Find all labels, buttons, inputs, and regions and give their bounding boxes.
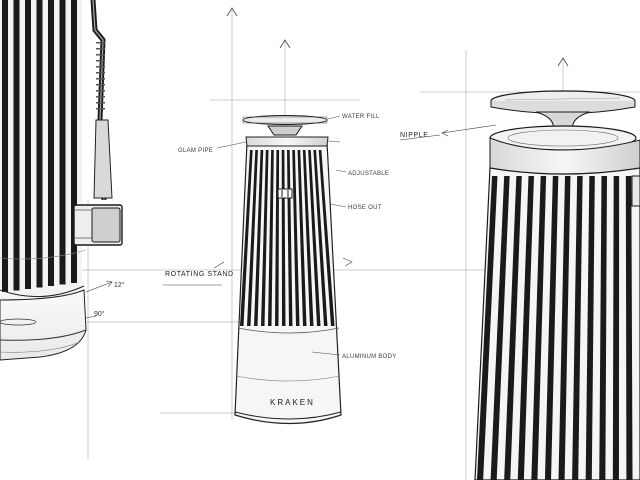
right-stripe	[490, 176, 510, 480]
center-stripe	[240, 150, 253, 326]
note-hose-out: HOSE OUT	[348, 205, 382, 211]
hose-ring	[96, 54, 105, 56]
center-stripe	[268, 150, 274, 326]
right-stripe	[599, 176, 607, 480]
right-body-stripes	[477, 176, 633, 480]
center-stripe	[318, 150, 335, 326]
left-stripe	[48, 0, 54, 286]
center-stripe	[292, 150, 300, 326]
center-product	[213, 115, 353, 425]
center-stripe	[297, 150, 307, 326]
label-rotating-stand: ROTATING STAND	[165, 271, 234, 278]
right-stripe	[544, 176, 559, 480]
center-hose-badge	[277, 188, 293, 199]
hose-ring	[96, 48, 105, 50]
up-arrows	[226, 7, 569, 67]
angle-label-lower: 90°	[94, 310, 105, 318]
hose-ring	[96, 66, 105, 68]
center-body-stripes	[240, 150, 335, 326]
center-nipple	[267, 125, 303, 136]
note-adjustable: ADJUSTABLE	[348, 171, 389, 177]
center-stripe	[261, 150, 269, 326]
hose-ring	[96, 102, 105, 104]
note-aluminum-body: ALUMINUM BODY	[342, 354, 397, 360]
right-stripe	[558, 176, 571, 480]
left-stripe	[13, 0, 20, 291]
brand-mark: KRAKEN	[270, 398, 315, 407]
right-stripe	[625, 176, 633, 480]
left-stripe	[59, 0, 66, 285]
nipple-callout	[399, 124, 497, 141]
hose-ring	[96, 108, 105, 110]
right-closeup	[474, 90, 640, 480]
right-stripe	[585, 176, 595, 480]
center-stripe	[247, 150, 258, 326]
hose-ring	[96, 42, 105, 44]
right-stripe	[517, 176, 534, 480]
hose-ring	[96, 84, 105, 86]
center-stripe	[254, 150, 264, 326]
angle-label-upper: 12°	[114, 281, 125, 289]
hose-ring	[96, 78, 105, 80]
note-water-fill: WATER FILL	[342, 114, 380, 120]
left-stripe	[2, 0, 8, 292]
right-stripe	[531, 176, 547, 480]
hose-ring	[96, 72, 105, 74]
center-stripe	[302, 150, 314, 326]
left-stripe	[25, 0, 31, 289]
left-closeup-column	[0, 0, 113, 361]
right-stripe	[612, 176, 620, 480]
right-stripe	[477, 176, 498, 480]
left-column-stripes	[2, 0, 77, 292]
center-body	[234, 141, 342, 425]
left-rotating-base	[0, 289, 87, 361]
left-stripe	[36, 0, 43, 288]
center-stripe	[308, 150, 321, 326]
hose-nozzle	[73, 0, 123, 246]
right-stripe	[504, 176, 522, 480]
label-nipple: NIPPLE	[400, 132, 429, 139]
left-stripe	[71, 0, 77, 283]
center-leader-lines	[216, 115, 347, 356]
hose-ring	[96, 90, 105, 92]
center-stripe	[313, 150, 328, 326]
hose-ring	[96, 96, 105, 98]
hose-rings	[96, 42, 105, 110]
right-stripe	[572, 176, 583, 480]
hose-ring	[96, 60, 105, 62]
note-glam-pipe: GLAM PIPE	[178, 148, 213, 154]
